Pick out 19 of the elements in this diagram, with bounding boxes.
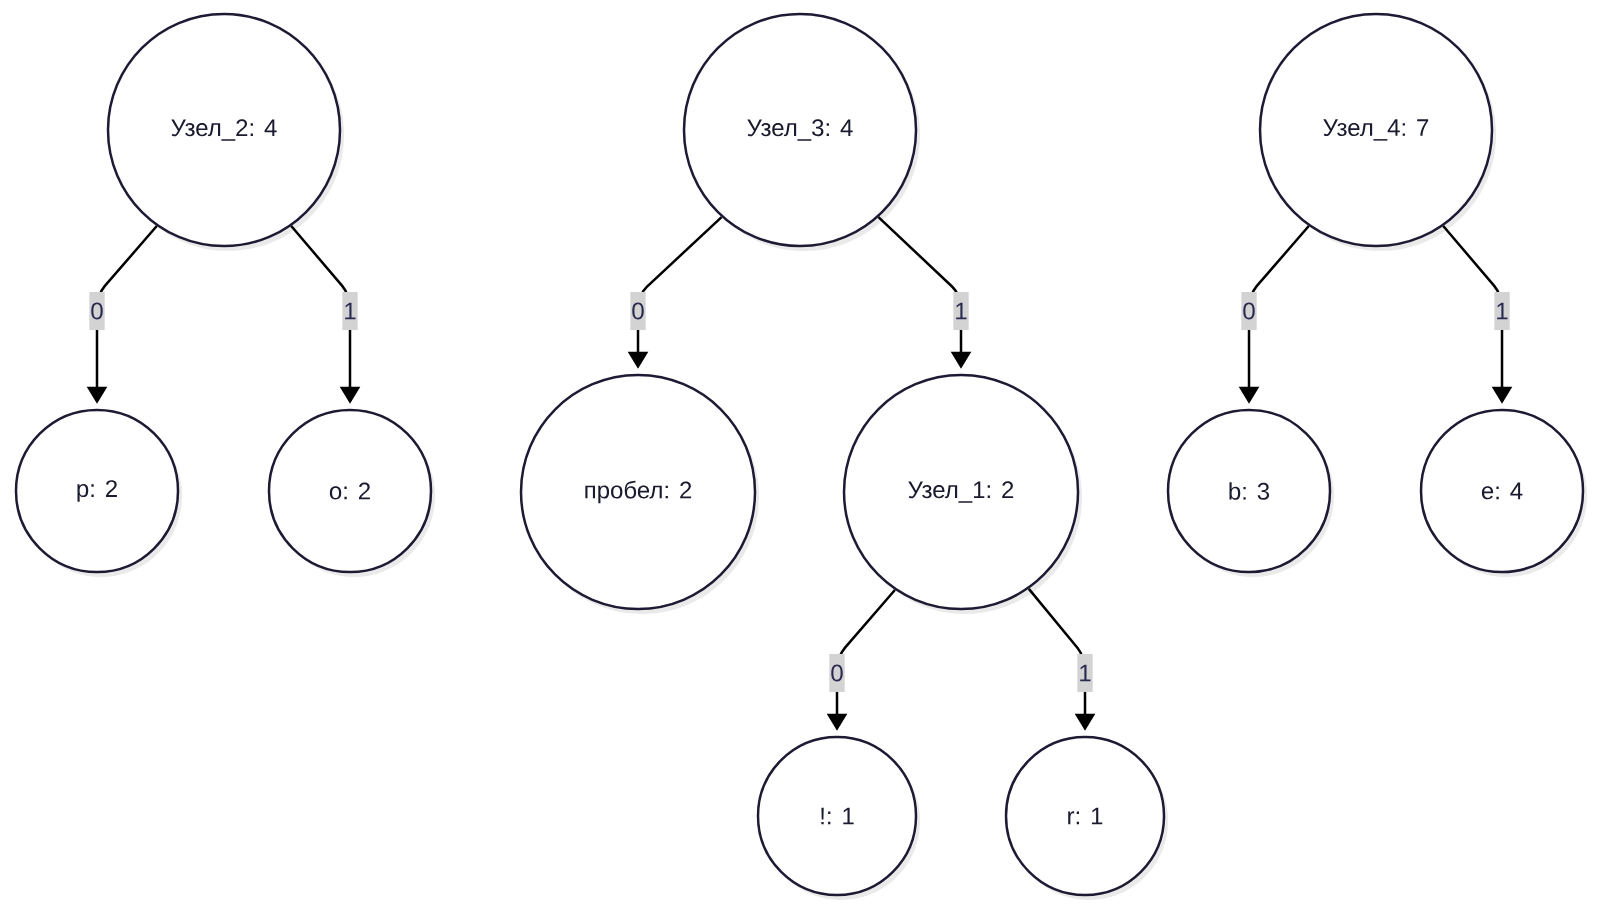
edge-label: 1 bbox=[1494, 292, 1510, 330]
edge-label: 0 bbox=[89, 292, 105, 330]
edge-label: 0 bbox=[1241, 292, 1257, 330]
edge-label: 1 bbox=[342, 292, 358, 330]
tree-node: r: 1 bbox=[1004, 735, 1168, 900]
tree-node: !: 1 bbox=[756, 735, 920, 900]
edge-label: 1 bbox=[953, 292, 969, 330]
tree-node: Узел_4: 7 bbox=[1258, 12, 1496, 251]
tree-node: o: 2 bbox=[267, 408, 435, 577]
tree-node: Узел_2: 4 bbox=[106, 12, 344, 251]
tree-node: p: 2 bbox=[14, 408, 182, 577]
edge-label: 0 bbox=[630, 292, 646, 330]
edge-label: 1 bbox=[1077, 654, 1093, 692]
edge-label: 0 bbox=[829, 654, 845, 692]
tree-node: Узел_1: 2 bbox=[842, 373, 1082, 614]
tree-node: пробел: 2 bbox=[519, 373, 759, 614]
tree-node: e: 4 bbox=[1419, 408, 1587, 577]
tree-node: b: 3 bbox=[1166, 408, 1334, 577]
tree-node: Узел_3: 4 bbox=[682, 12, 920, 251]
